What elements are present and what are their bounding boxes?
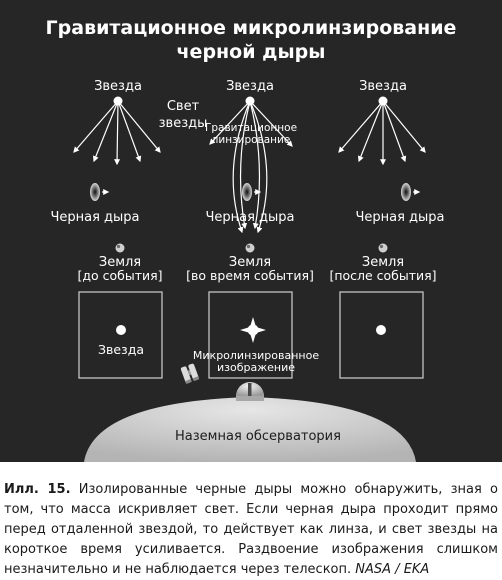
observatory-ground [84,397,416,462]
star-label-center: Звезда [226,79,274,94]
diagram-canvas: Гравитационное микролинзирование черной … [46,17,457,462]
black-hole-left [90,183,110,201]
earth-label-right: Земля [362,255,404,270]
microlensing-diagram: Гравитационное микролинзирование черной … [0,0,502,462]
phase-label-during: [во время события] [186,268,314,283]
light-label-line-2: звезды [159,116,208,131]
microlensed-flare [240,317,266,343]
light-rays-center [209,100,293,234]
black-hole-right [401,183,421,201]
microlensed-label-line-2: изображение [217,361,295,374]
light-rays-right [338,100,426,166]
light-rays-left [73,100,161,166]
title-line-1: Гравитационное микролинзирование [46,17,457,39]
lensing-label-line-1: Гравитационное [205,122,297,134]
microlensed-label-line-1: Микролинзированное [193,349,319,362]
observatory-label: Наземная обсерватория [175,429,341,444]
earth-left [115,243,125,253]
view-star-label-before: Звезда [98,342,144,357]
star-label-right: Звезда [359,79,407,94]
light-label-line-1: Свет [167,99,200,114]
earth-center [245,243,255,253]
star-label-left: Звезда [94,79,142,94]
view-box-during [208,291,293,379]
view-star-before [116,325,126,335]
earth-label-center: Земля [229,255,271,270]
binoculars-icon [180,363,200,384]
black-hole-label-center: Черная дыра [205,210,294,225]
view-box-before [78,291,163,379]
caption-lead: Илл. 15. [4,482,71,497]
caption-text: Изолированные черные дыры можно обнаружи… [4,482,498,577]
caption-credit: NASA / EKA [355,562,430,577]
lensing-label-line-2: линзирование [212,134,291,146]
earth-label-left: Земля [99,255,141,270]
title-line-2: черной дыры [177,41,326,63]
view-star-after [376,325,386,335]
black-hole-label-right: Черная дыра [355,210,444,225]
observatory-dome [236,382,264,401]
phase-label-before: [до события] [77,268,162,283]
earth-right [378,243,388,253]
black-hole-label-left: Черная дыра [50,210,139,225]
figure-caption: Илл. 15. Изолированные черные дыры можно… [4,480,498,580]
phase-label-after: [после события] [329,268,436,283]
black-hole-center [242,183,262,201]
view-box-after [339,291,424,379]
